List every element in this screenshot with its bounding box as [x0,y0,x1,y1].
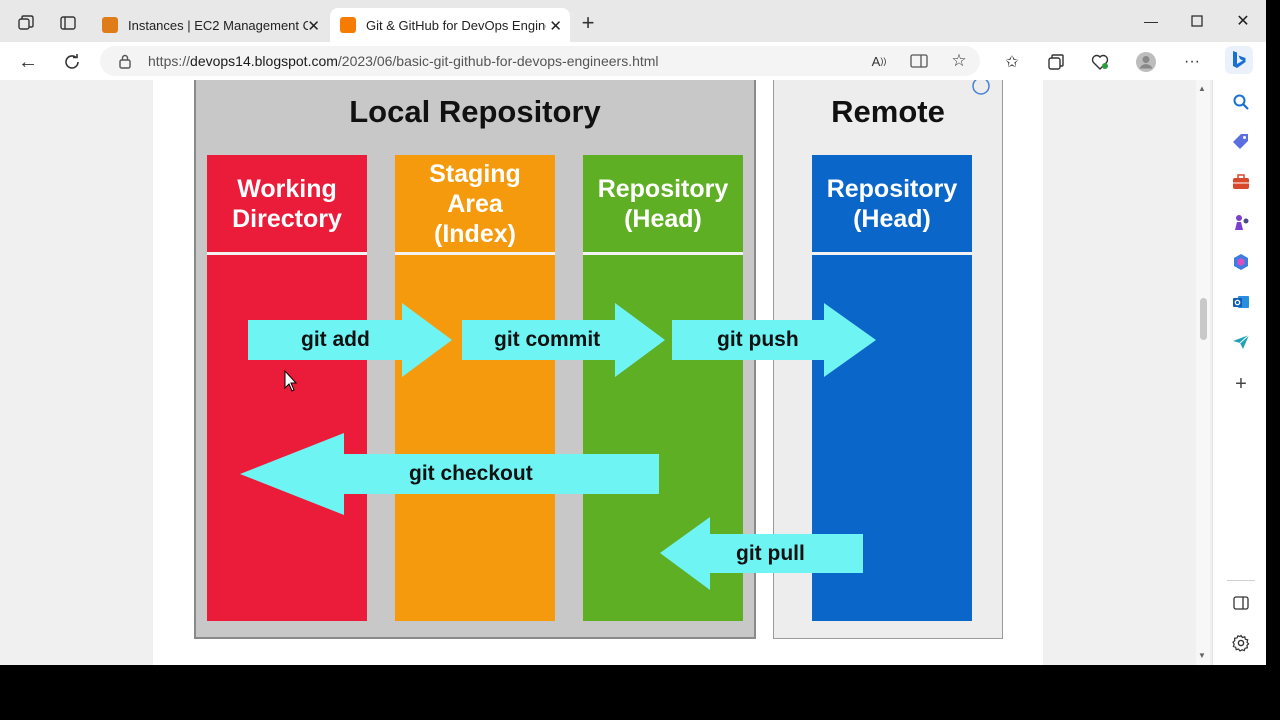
tab-label: Git & GitHub for DevOps Engineers [366,17,546,33]
git-checkout-arrow [240,433,659,515]
search-icon[interactable] [1231,92,1251,112]
immersive-reader-icon[interactable] [908,50,930,72]
scrollbar[interactable] [1196,80,1210,665]
aws-favicon-icon [102,17,118,33]
url-scheme: https:// [148,53,191,69]
remote-title: Remote [831,94,945,129]
more-icon[interactable]: ··· [1184,53,1200,70]
scroll-up-icon[interactable]: ▲ [1198,84,1206,93]
column-heading: Staging Area (Index) [395,155,555,255]
outlook-icon[interactable] [1231,292,1251,312]
git-pull-label: git pull [736,542,805,565]
collections-icon[interactable] [1045,51,1067,73]
close-tab-icon[interactable]: ✕ [549,18,562,35]
tab-label: Instances | EC2 Management Console [128,17,308,33]
settings-gear-icon[interactable] [1231,633,1251,653]
git-push-arrow [672,303,876,377]
drop-icon[interactable] [1231,332,1251,352]
scan-icon[interactable] [972,80,990,95]
git-arrows [240,80,990,590]
favorites-icon[interactable]: ✩ [1005,54,1019,71]
tab-ec2[interactable]: Instances | EC2 Management Console ✕ [92,8,328,42]
browser-window: Instances | EC2 Management Console ✕ Git… [0,0,1266,665]
tab-list-icon[interactable] [54,9,82,37]
address-bar[interactable]: https://devops14.blogspot.com/2023/06/ba… [100,46,980,76]
toolbar: ← https://devops14.blogspot.com/2023/06/… [0,42,1266,80]
url-host: devops14.blogspot.com [190,53,338,69]
sidebar-divider [1227,580,1255,581]
git-push-label: git push [717,328,799,351]
shopping-tag-icon[interactable] [1231,132,1251,152]
page-viewport[interactable]: Local Repository Remote Working Director… [0,80,1212,665]
git-add-label: git add [301,328,370,351]
tools-icon[interactable] [1231,172,1251,192]
local-repository-title: Local Repository [349,94,601,129]
column-heading: Repository (Head) [583,155,743,255]
star-icon[interactable]: ☆ [951,51,967,70]
back-arrow-icon[interactable]: ← [18,50,38,73]
read-aloud-icon[interactable]: A)) [871,53,887,69]
git-commit-arrow [462,303,665,377]
minimize-icon[interactable]: — [1144,13,1158,29]
scrollbar-thumb[interactable] [1200,298,1207,340]
sidebar-panel-icon[interactable] [1231,593,1251,613]
edge-sidebar: + [1212,80,1266,665]
git-pull-arrow [660,517,863,590]
close-window-icon[interactable]: ✕ [1236,13,1250,30]
remote-repository-head-column: Repository (Head) [812,155,972,621]
games-icon[interactable] [1231,212,1251,232]
staging-area-column: Staging Area (Index) [395,155,555,621]
column-heading: Working Directory [207,155,367,255]
working-directory-column: Working Directory [207,155,367,621]
plus-icon[interactable]: + [1235,372,1247,395]
lock-icon[interactable] [114,50,136,72]
git-checkout-label: git checkout [409,462,533,485]
profile-icon[interactable] [1135,51,1157,73]
refresh-icon[interactable] [61,51,83,73]
close-tab-icon[interactable]: ✕ [307,18,320,35]
microsoft-365-icon[interactable] [1231,252,1251,272]
git-add-arrow [248,303,452,377]
column-heading: Repository (Head) [812,155,972,255]
bing-icon[interactable] [1225,46,1253,74]
tab-actions-icon[interactable] [12,9,40,37]
mouse-cursor-icon [284,369,298,392]
blogger-favicon-icon [340,17,356,33]
url-path: /2023/06/basic-git-github-for-devops-eng… [337,53,659,69]
title-bar: Instances | EC2 Management Console ✕ Git… [0,0,1266,42]
scroll-down-icon[interactable]: ▼ [1198,651,1206,660]
plus-icon[interactable]: + [581,10,595,35]
url-text[interactable]: https://devops14.blogspot.com/2023/06/ba… [148,53,659,69]
heart-pulse-icon[interactable] [1089,51,1111,73]
git-commit-label: git commit [494,328,601,351]
tab-git-github[interactable]: Git & GitHub for DevOps Engineers ✕ [330,8,570,42]
maximize-icon[interactable] [1182,8,1212,34]
